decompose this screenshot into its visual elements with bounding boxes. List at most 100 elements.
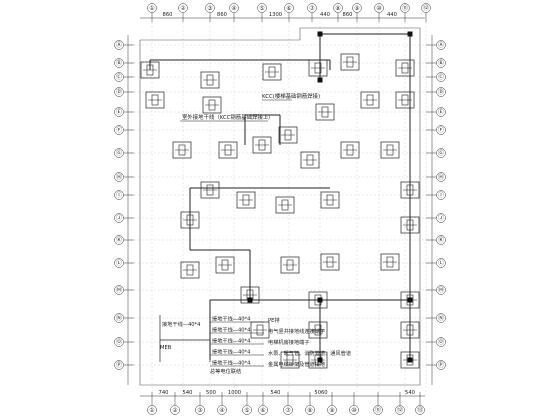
bottom-axis-label: ⑥	[260, 407, 265, 414]
grounding-point	[407, 297, 413, 303]
top-axis-label: ⑫	[423, 4, 429, 12]
column-footing	[340, 53, 360, 71]
column-footing	[400, 181, 420, 199]
bottom-dimension: 540	[271, 390, 281, 396]
column-footing	[172, 141, 192, 159]
legend-row-left: 接地干线—40*4	[212, 337, 251, 345]
column-footing	[300, 151, 320, 169]
grounding-point	[317, 357, 323, 363]
top-axis-label: ⑪	[402, 4, 408, 12]
left-axis-label: Ⓟ	[116, 361, 122, 369]
right-axis-label: Ⓖ	[438, 149, 444, 157]
column-footing	[395, 59, 415, 77]
top-axis-label: ⑤	[259, 5, 264, 12]
left-axis-label: Ⓕ	[116, 126, 122, 134]
bottom-axis-label: ⑩	[351, 407, 356, 414]
left-axis-label: Ⓝ	[116, 314, 122, 322]
column-footing	[262, 63, 282, 81]
column-footing	[215, 256, 235, 274]
right-axis-label: Ⓗ	[438, 173, 444, 181]
top-dimension: 1300	[269, 12, 282, 18]
right-axis-label: Ⓘ	[438, 191, 444, 199]
right-axis-label: Ⓑ	[438, 59, 444, 67]
column-footing	[200, 181, 220, 199]
column-footing	[180, 261, 200, 279]
left-axis-label: Ⓞ	[116, 338, 122, 346]
top-axis-label: ④	[231, 5, 236, 12]
column-footing	[252, 136, 272, 154]
top-dimension: 860	[163, 12, 173, 18]
annotations: KCC(楼梯基础钢筋焊接) 室外接地干线（KCC钢筋基础焊接上）	[180, 92, 320, 122]
left-axis-label: Ⓑ	[116, 59, 122, 67]
column-footing	[340, 141, 360, 159]
top-axis-label: ⑦	[309, 5, 315, 12]
grounding-point	[407, 31, 413, 37]
legend-row-right: 电气竖井接地线连接端子	[268, 327, 325, 335]
left-axis-label: Ⓚ	[116, 236, 122, 244]
lower-note: 室外接地干线（KCC钢筋基础焊接上）	[182, 113, 274, 121]
top-axis-label: ③	[207, 5, 212, 12]
top-axis-label: ⑩	[376, 5, 381, 12]
bottom-axis-label: ②	[172, 407, 178, 414]
right-axis-label: Ⓙ	[438, 214, 444, 222]
legend-meb: MEB	[160, 345, 172, 351]
column-footing	[320, 191, 340, 209]
column-footing	[395, 91, 415, 109]
right-axis-label: Ⓞ	[438, 338, 444, 346]
top-axis-label: ⑨	[354, 5, 359, 12]
top-dimension: 440	[320, 12, 330, 18]
left-axis-label: Ⓛ	[116, 259, 122, 267]
top-dimension: 860	[217, 12, 227, 18]
right-axis-label: Ⓛ	[438, 259, 444, 267]
bottom-dimension: 540	[183, 390, 193, 396]
column-footing	[280, 351, 300, 369]
bottom-axis-label: ⑬	[417, 406, 423, 414]
grounding-point	[317, 31, 323, 37]
column-footing	[145, 91, 165, 109]
column-footing	[218, 141, 238, 159]
bottom-dimension: 1000	[228, 390, 241, 396]
column-footing	[202, 96, 222, 114]
column-footing	[360, 91, 380, 109]
column-footing	[400, 321, 420, 339]
legend-row-left: 接地干线—40*4	[212, 326, 251, 334]
bottom-axis-label: ④	[219, 407, 224, 414]
left-axis-label: Ⓗ	[116, 173, 122, 181]
bottom-axis-label: ⑨	[329, 407, 334, 414]
bottom-axis-label: ①	[149, 407, 154, 414]
left-axis-label: Ⓓ	[116, 88, 122, 96]
column-footing	[236, 191, 256, 209]
column-footing	[308, 59, 328, 77]
left-axis-label: Ⓙ	[116, 214, 122, 222]
legend-row-right: PE排	[268, 316, 280, 324]
foundation-columns	[140, 31, 420, 369]
right-axis-label: Ⓔ	[438, 108, 444, 116]
right-axis-label: Ⓟ	[438, 361, 444, 369]
legend-row-right: 水泵、暖气管、消防管道、通风管道	[268, 349, 351, 357]
right-axis-label: Ⓚ	[438, 236, 444, 244]
left-axis-label: Ⓜ	[116, 286, 122, 294]
bottom-axis-label: ③	[197, 407, 202, 414]
right-axis-label: Ⓐ	[438, 41, 444, 49]
left-axis-label: Ⓖ	[116, 149, 122, 157]
column-footing	[400, 216, 420, 234]
bottom-axis-label: ⑤	[244, 407, 249, 414]
bottom-dimension: 540	[405, 390, 415, 396]
top-axis-label: ⑥	[286, 5, 291, 12]
bottom-dimension: 740	[159, 390, 169, 396]
left-axis-label: Ⓘ	[116, 191, 122, 199]
right-axis-label: Ⓕ	[438, 126, 444, 134]
legend-caption: 总等电位联结	[210, 367, 241, 375]
bottom-axis-label: ⑫	[397, 406, 403, 414]
bottom-axis-label: ⑧	[307, 407, 312, 414]
top-axis-label: ②	[180, 5, 186, 12]
column-footing	[180, 211, 200, 229]
column-footing	[315, 103, 335, 121]
column-footing	[200, 71, 220, 89]
